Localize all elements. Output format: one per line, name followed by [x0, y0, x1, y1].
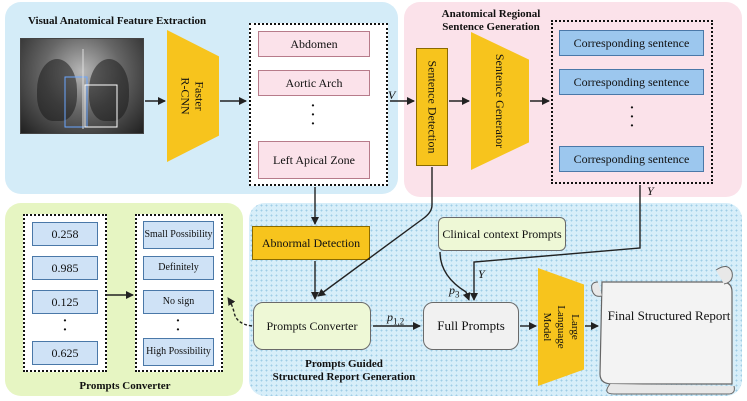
prompt-label-1: Small Possibility: [143, 221, 214, 249]
sentence-detection-block: Sentence Detection: [416, 48, 448, 166]
region-item-abdomen: Abdomen: [258, 31, 370, 57]
anatomical-title-line2: Sentence Generation: [442, 21, 540, 33]
guided-panel-title: Prompts Guided Structured Report Generat…: [262, 358, 426, 384]
final-report-label: Final Structured Report: [607, 308, 731, 323]
region-item-aortic-arch: Aortic Arch: [258, 70, 370, 96]
clinical-context-prompts-box: Clinical context Prompts: [438, 217, 566, 251]
prompt-label-ellipsis: ··: [175, 314, 181, 338]
large-language-model-block: Large Language Model: [538, 268, 584, 386]
sentence-item-3: Corresponding sentence: [559, 146, 704, 172]
p12-label: p1,2: [387, 310, 404, 326]
region-ellipsis: ···: [310, 99, 316, 132]
p3-base: p: [449, 283, 455, 297]
sentence-generator-block: Sentence Generator: [471, 32, 529, 170]
guided-title-line2: Structured Report Generation: [272, 371, 416, 383]
probability-value-3: 0.125: [32, 290, 98, 314]
prompt-label-3: No sign: [143, 290, 214, 314]
faster-rcnn-block: Faster R-CNN: [167, 30, 219, 162]
abnormal-detection-block: Abnormal Detection: [252, 226, 370, 260]
chest-xray-image: [20, 38, 144, 134]
prompts-converter-box: Prompts Converter: [253, 302, 371, 350]
probability-value-1: 0.258: [32, 222, 98, 246]
full-prompts-box: Full Prompts: [423, 302, 519, 350]
y-label-top: Y: [647, 184, 654, 198]
p12-subscript: 1,2: [393, 316, 405, 327]
sentence-item-2: Corresponding sentence: [559, 69, 704, 95]
sentence-ellipsis: ···: [629, 101, 635, 134]
probability-ellipsis: ··: [62, 314, 68, 338]
region-item-left-apical-zone: Left Apical Zone: [258, 141, 370, 179]
probability-value-2: 0.985: [32, 256, 98, 280]
anatomical-title-line1: Anatomical Regional: [441, 8, 541, 20]
p3-label: p3: [449, 283, 460, 299]
probability-value-4: 0.625: [32, 341, 98, 365]
prompt-label-2: Definitely: [143, 256, 214, 280]
sentence-item-1: Corresponding sentence: [559, 30, 704, 56]
v-label: V: [388, 88, 396, 102]
p3-subscript: 3: [455, 289, 460, 300]
y-label-bottom: Y: [478, 267, 485, 281]
guided-title-line1: Prompts Guided: [305, 358, 383, 370]
visual-panel-title: Visual Anatomical Feature Extraction: [28, 15, 207, 27]
converter-panel-title: Prompts Converter: [79, 380, 171, 392]
p12-base: p: [387, 310, 393, 324]
prompt-label-4: High Possibility: [143, 338, 214, 366]
anatomical-panel-title: Anatomical Regional Sentence Generation: [416, 8, 566, 34]
